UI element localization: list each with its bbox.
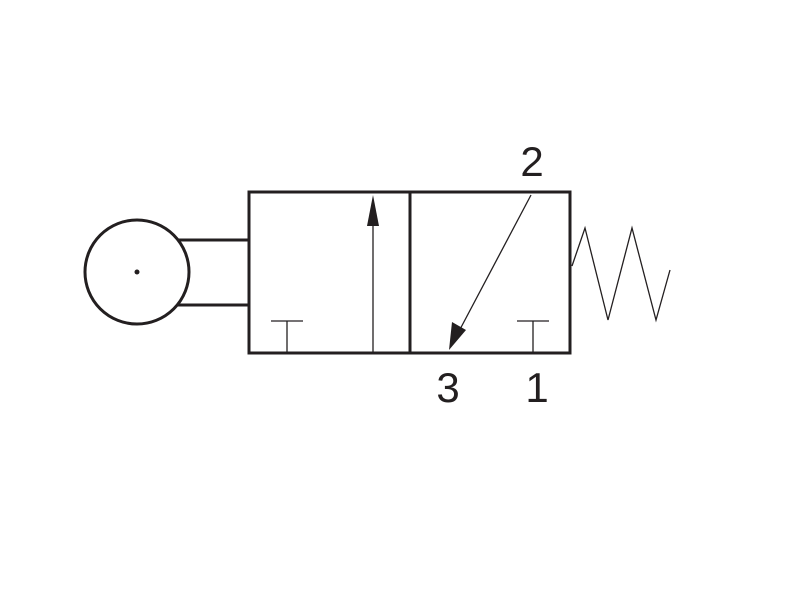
flow-arrow-diagonal-head xyxy=(449,322,466,350)
valve-envelope-left xyxy=(247,190,412,355)
port-label-3: 3 xyxy=(436,364,459,411)
roller-circle xyxy=(83,218,191,326)
envelope-right-box xyxy=(408,190,572,355)
roller-center-dot xyxy=(134,269,140,275)
envelope-left-box xyxy=(247,190,412,355)
port-label-2: 2 xyxy=(520,138,543,185)
spring-return xyxy=(571,225,671,323)
flow-arrow-diagonal-shaft xyxy=(456,194,532,336)
valve-envelope-right xyxy=(408,190,572,355)
roller-actuator xyxy=(83,218,249,326)
blocked-port-right xyxy=(517,320,549,353)
flow-arrow-up-head xyxy=(367,195,379,226)
port-label-1: 1 xyxy=(525,364,548,411)
blocked-port-left xyxy=(271,320,303,353)
